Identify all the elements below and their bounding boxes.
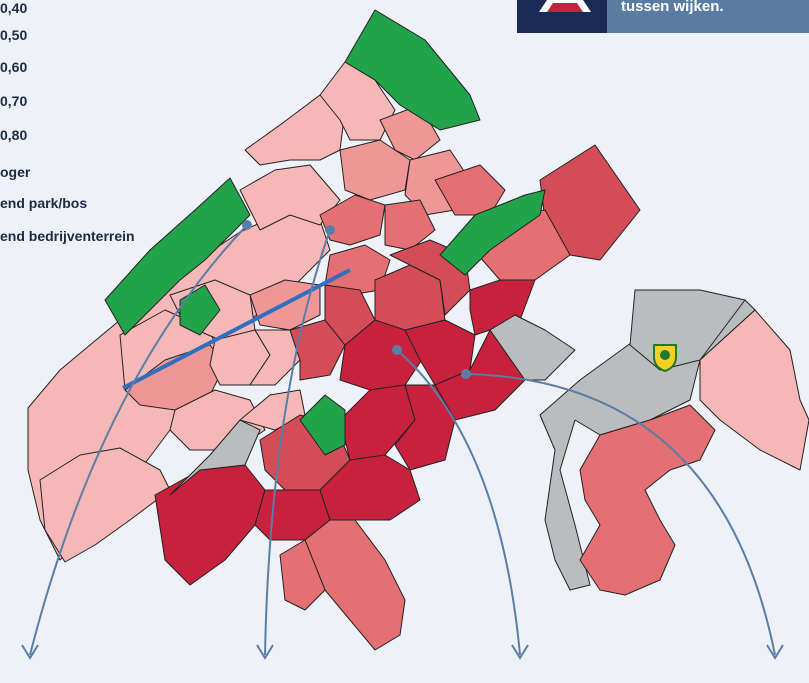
district-zorgvliet xyxy=(319,194,386,246)
legend-item: 0,70 xyxy=(0,93,28,109)
info-banner: tussen wijken. xyxy=(517,0,809,33)
warning-triangle-icon xyxy=(539,0,591,12)
district-ypenburg-east xyxy=(699,309,809,471)
banner-text: tussen wijken. xyxy=(621,0,724,15)
legend-item: 0,80 xyxy=(0,127,28,143)
arrow-dots xyxy=(242,220,471,379)
park-oostduinen xyxy=(344,9,481,131)
district-statenkwartier xyxy=(339,139,411,201)
legend-item: end park/bos xyxy=(0,195,88,211)
arrow-heads xyxy=(21,644,784,660)
district-bouwlust xyxy=(154,464,266,586)
banner-accent: tussen wijken. xyxy=(607,0,809,33)
callout-arrows xyxy=(29,224,776,656)
legend-item: 0,40 xyxy=(0,0,28,16)
ado-den-haag-logo xyxy=(653,344,677,373)
legend-item: oger xyxy=(0,164,31,180)
district-wateringse-veld xyxy=(304,519,406,651)
park-westduinpark xyxy=(104,177,251,336)
district-archipel xyxy=(384,199,436,251)
legend-item: 0,60 xyxy=(0,59,28,75)
district-erasmusveld xyxy=(279,539,326,611)
park-scheveningse-bosjes xyxy=(179,284,221,336)
park-haagse-bos xyxy=(439,189,546,276)
legend-item: end bedrijventerrein xyxy=(0,228,135,244)
district-rustenburg xyxy=(394,384,456,471)
industrial-kerketuinen xyxy=(169,419,261,496)
park-zuiderpark xyxy=(299,394,346,456)
district-ypenburg xyxy=(579,404,716,596)
district-regentes xyxy=(239,389,306,431)
district-benoordenhout xyxy=(434,164,506,216)
legend-item: 0,50 xyxy=(0,27,28,43)
